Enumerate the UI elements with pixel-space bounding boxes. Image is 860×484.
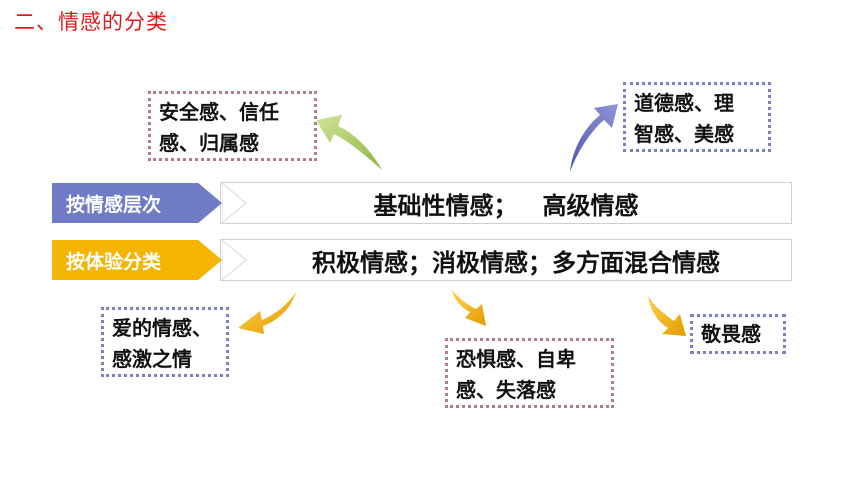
box-moral: 道德感、理 智感、美感 xyxy=(623,82,771,152)
box-moral-line-2: 智感、美感 xyxy=(634,122,734,146)
box-security: 安全感、信任 感、归属感 xyxy=(148,91,317,161)
arrow-to-awe xyxy=(648,296,686,336)
row-experience-notch xyxy=(222,240,247,280)
row-level-text: 基础性情感； 高级情感 xyxy=(373,191,639,220)
box-awe-line-1: 敬畏感 xyxy=(701,322,761,346)
box-security-line-1: 安全感、信任 xyxy=(159,100,279,124)
row-level-notch xyxy=(222,183,247,223)
arrow-to-love xyxy=(238,292,296,334)
row-experience-label: 按体验分类 xyxy=(52,240,222,280)
box-moral-line-1: 道德感、理 xyxy=(634,91,734,115)
row-level-label-text: 按情感层次 xyxy=(66,193,162,216)
arrow-to-moral xyxy=(570,104,618,172)
arrow-to-security xyxy=(316,115,382,170)
arrow-to-fear xyxy=(452,290,486,326)
box-love-line-1: 爱的情感、 xyxy=(112,316,212,340)
row-level-content: 基础性情感； 高级情感 xyxy=(220,182,792,224)
page-title: 二、情感的分类 xyxy=(14,10,168,34)
box-love-line-2: 感激之情 xyxy=(112,347,192,371)
row-level-label: 按情感层次 xyxy=(52,183,222,223)
box-love: 爱的情感、 感激之情 xyxy=(101,307,229,377)
row-experience-text: 积极情感；消极情感；多方面混合情感 xyxy=(312,248,720,277)
box-fear-line-1: 恐惧感、自卑 xyxy=(456,347,576,371)
row-experience-content: 积极情感；消极情感；多方面混合情感 xyxy=(220,239,792,281)
box-fear: 恐惧感、自卑 感、失落感 xyxy=(445,338,614,408)
box-fear-line-2: 感、失落感 xyxy=(456,378,556,402)
box-security-line-2: 感、归属感 xyxy=(159,131,259,155)
row-experience-label-text: 按体验分类 xyxy=(66,250,162,273)
box-awe: 敬畏感 xyxy=(690,314,786,354)
